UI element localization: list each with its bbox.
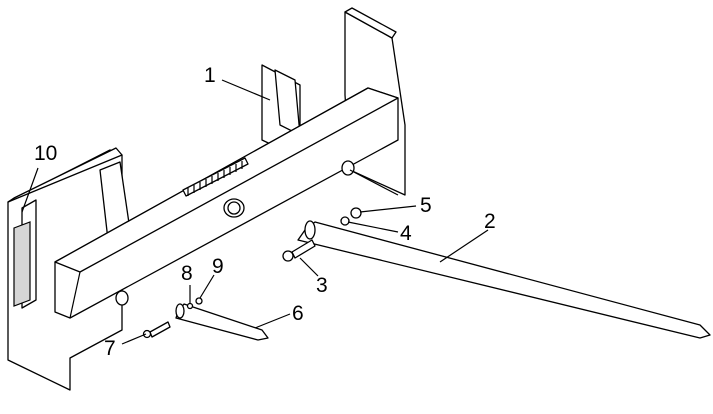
part-7-bolt xyxy=(142,321,171,339)
teeth xyxy=(187,161,243,196)
callout-9: 9 xyxy=(212,255,224,278)
callout-5: 5 xyxy=(420,194,432,217)
main-crossbeam xyxy=(54,87,399,319)
part-9-nut xyxy=(195,297,203,305)
callout-2: 2 xyxy=(484,210,496,233)
callout-3: 3 xyxy=(316,274,328,297)
callout-1: 1 xyxy=(204,64,216,87)
callout-8: 8 xyxy=(181,262,193,285)
callout-4: 4 xyxy=(400,222,412,245)
callout-7: 7 xyxy=(104,337,116,360)
leader-lines xyxy=(21,79,489,345)
callout-10: 10 xyxy=(34,142,57,165)
part-5-nut xyxy=(350,207,362,219)
part-6-short-tine xyxy=(175,303,269,341)
part-3-bolt xyxy=(282,239,316,262)
part-2-long-tine xyxy=(297,220,711,339)
part-4-washer xyxy=(340,216,350,226)
part-8-washer xyxy=(186,302,194,310)
callout-6: 6 xyxy=(292,302,304,325)
